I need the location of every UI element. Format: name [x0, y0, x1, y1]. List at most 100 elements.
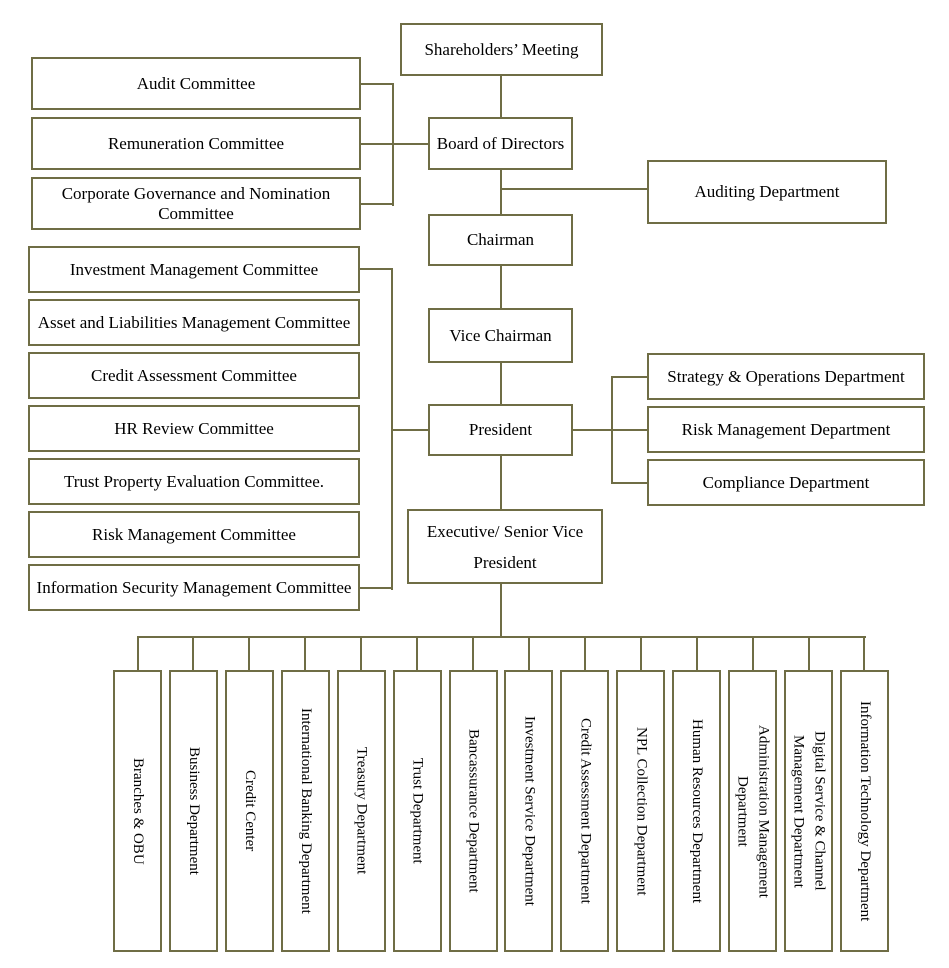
connector-line — [391, 429, 428, 431]
president-departments-group: Strategy & Operations Department Risk Ma… — [647, 353, 925, 506]
connector-line — [500, 76, 502, 117]
connector-stub — [751, 636, 754, 670]
division-label: Investment Service Department — [521, 716, 538, 906]
division-item: NPL Collection Department — [616, 636, 666, 952]
node-label: Chairman — [466, 230, 535, 249]
connector-line — [137, 636, 866, 638]
president-department-box: Strategy & Operations Department — [647, 353, 925, 400]
president-department-box: Risk Management Department — [647, 406, 925, 453]
president-committee-box: Credit Assessment Committee — [28, 352, 360, 399]
board-committees-group: Audit Committee Remuneration Committee C… — [31, 57, 361, 230]
committee-label: HR Review Committee — [114, 418, 274, 438]
division-box: NPL Collection Department — [616, 670, 666, 952]
committee-label: Audit Committee — [136, 73, 256, 93]
president-committee-box: Investment Management Committee — [28, 246, 360, 293]
connector-line — [611, 376, 647, 378]
connector-stub — [639, 636, 642, 670]
connector-stub — [304, 636, 307, 670]
department-label: Strategy & Operations Department — [667, 366, 905, 386]
division-label: Bancassurance Department — [465, 729, 482, 893]
connector-line — [361, 143, 428, 145]
connector-line — [500, 266, 502, 308]
division-box: Credit Center — [224, 670, 274, 952]
connector-stub — [136, 636, 139, 670]
connector-line — [573, 429, 647, 431]
committee-label: Credit Assessment Committee — [91, 365, 297, 385]
connector-stub — [416, 636, 419, 670]
division-item: International Banking Department — [280, 636, 330, 952]
board-committee-box: Audit Committee — [31, 57, 361, 110]
node-label: Board of Directors — [436, 133, 565, 153]
division-label: Administration Management Department — [734, 724, 772, 898]
division-label: Branches & OBU — [130, 757, 146, 865]
node-chairman: Chairman — [428, 214, 573, 266]
connector-line — [361, 83, 392, 85]
division-label: Trust Department — [409, 758, 426, 864]
division-box: Investment Service Department — [504, 670, 554, 952]
division-box: Bancassurance Department — [448, 670, 498, 952]
connector-line — [360, 587, 391, 589]
committee-label: Asset and Liabilities Management Committ… — [37, 312, 351, 332]
division-item: Bancassurance Department — [448, 636, 498, 952]
division-label: Information Technology Department — [856, 700, 873, 922]
division-item: Credit Assessment Department — [560, 636, 610, 952]
connector-line — [500, 363, 502, 404]
committee-label: Corporate Governance and Nomination Comm… — [61, 183, 331, 223]
node-label: President — [468, 420, 533, 439]
connector-stub — [863, 636, 866, 670]
division-box: Human Resources Department — [672, 670, 722, 952]
connector-line — [611, 376, 613, 484]
president-committee-box: Information Security Management Committe… — [28, 564, 360, 611]
division-box: Administration Management Department — [728, 670, 778, 952]
node-label: Vice Chairman — [449, 325, 552, 345]
connector-line — [500, 584, 502, 637]
president-committee-box: Risk Management Committee — [28, 511, 360, 558]
node-label: Shareholders’ Meeting — [424, 39, 579, 59]
node-president: President — [428, 404, 573, 456]
department-label: Compliance Department — [702, 472, 870, 492]
node-vice-chairman: Vice Chairman — [428, 308, 573, 363]
committee-label: Trust Property Evaluation Committee. — [63, 471, 325, 491]
connector-stub — [807, 636, 810, 670]
division-label: Credit Assessment Department — [577, 718, 594, 904]
department-label: Risk Management Department — [681, 419, 891, 439]
committee-label: Remuneration Committee — [107, 133, 285, 153]
division-item: Digital Service & Channel Management Dep… — [784, 636, 834, 952]
connector-line — [500, 456, 502, 509]
president-department-box: Compliance Department — [647, 459, 925, 506]
division-box: Business Department — [168, 670, 218, 952]
connector-stub — [527, 636, 530, 670]
board-committee-box: Remuneration Committee — [31, 117, 361, 170]
president-committee-box: Asset and Liabilities Management Committ… — [28, 299, 360, 346]
connector-stub — [248, 636, 251, 670]
node-label: Auditing Department — [694, 182, 840, 201]
node-auditing-department: Auditing Department — [647, 160, 887, 224]
division-item: Treasury Department — [336, 636, 386, 952]
division-item: Investment Service Department — [504, 636, 554, 952]
division-item: Human Resources Department — [672, 636, 722, 952]
connector-stub — [695, 636, 698, 670]
division-label: Digital Service & Channel Management Dep… — [790, 731, 828, 891]
division-box: Digital Service & Channel Management Dep… — [784, 670, 834, 952]
president-committee-box: HR Review Committee — [28, 405, 360, 452]
committee-label: Investment Management Committee — [69, 259, 319, 279]
president-committee-box: Trust Property Evaluation Committee. — [28, 458, 360, 505]
division-item: Information Technology Department — [839, 636, 889, 952]
committee-label: Risk Management Committee — [92, 524, 296, 544]
division-label: Human Resources Department — [689, 718, 706, 904]
connector-stub — [583, 636, 586, 670]
connector-line — [501, 188, 647, 190]
connector-stub — [360, 636, 363, 670]
connector-stub — [472, 636, 475, 670]
president-committees-group: Investment Management Committee Asset an… — [28, 246, 360, 611]
connector-line — [500, 170, 502, 214]
division-label: Credit Center — [241, 770, 258, 852]
division-label: NPL Collection Department — [633, 726, 650, 896]
division-box: Credit Assessment Department — [560, 670, 610, 952]
connector-line — [361, 203, 392, 205]
division-item: Credit Center — [224, 636, 274, 952]
division-box: Information Technology Department — [839, 670, 889, 952]
division-item: Branches & OBU — [113, 636, 162, 952]
division-item: Business Department — [168, 636, 218, 952]
division-box: International Banking Department — [280, 670, 330, 952]
